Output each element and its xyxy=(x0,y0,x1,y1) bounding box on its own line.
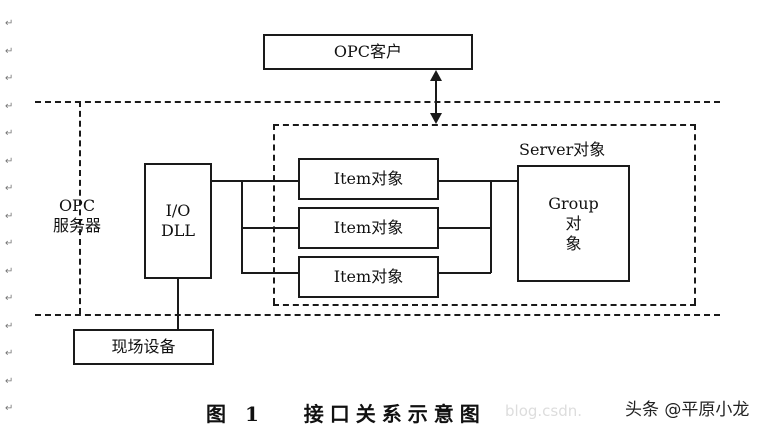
server-object-left-boundary xyxy=(273,124,275,304)
opc-server-label: OPC 服务器 xyxy=(52,196,101,235)
paragraph-mark: ↵ xyxy=(5,238,14,249)
server-object-right-boundary xyxy=(694,124,696,304)
server-object-bottom-boundary xyxy=(273,304,696,306)
paragraph-mark: ↵ xyxy=(5,73,14,84)
opc-client-label: OPC客户 xyxy=(333,42,403,61)
field-device-box: 现场设备 xyxy=(73,329,214,365)
paragraph-mark: ↵ xyxy=(5,45,14,57)
opc-server-bottom-boundary xyxy=(35,314,720,316)
group-object-box: Group 对 象 xyxy=(517,165,630,282)
item-object-box: Item对象 xyxy=(298,158,439,200)
server-object-top-boundary xyxy=(273,124,696,126)
item-object-box: Item对象 xyxy=(298,207,439,249)
paragraph-mark: ↵ xyxy=(5,293,14,304)
paragraph-mark: ↵ xyxy=(5,100,14,112)
dll-to-field-device-line xyxy=(177,279,179,329)
branch-to-item-2 xyxy=(241,227,298,229)
opc-client-box: OPC客户 xyxy=(263,34,473,70)
item-1-to-group xyxy=(439,180,518,182)
opc-server-top-boundary xyxy=(35,101,720,103)
opc-server-left-boundary xyxy=(79,101,81,314)
item-3-to-collector xyxy=(439,272,491,274)
dll-branch-vertical xyxy=(241,180,243,273)
server-object-label: Server对象 xyxy=(519,140,606,159)
figure-caption: 图 1 接口关系示意图 xyxy=(206,402,486,426)
items-collector-vertical xyxy=(490,180,492,273)
paragraph-mark: ↵ xyxy=(5,18,14,29)
paragraph-mark: ↵ xyxy=(5,155,14,167)
paragraph-mark: ↵ xyxy=(5,128,14,139)
paragraph-mark: ↵ xyxy=(5,375,14,387)
paragraph-mark: ↵ xyxy=(5,403,14,414)
item-2-to-collector xyxy=(439,227,491,229)
dll-to-item-connector xyxy=(212,180,298,182)
io-dll-box: I/O DLL xyxy=(144,163,212,279)
item-object-box: Item对象 xyxy=(298,256,439,298)
bidirectional-arrow xyxy=(430,70,442,124)
paragraph-mark: ↵ xyxy=(5,265,14,277)
paragraph-mark: ↵ xyxy=(5,210,14,222)
paragraph-mark: ↵ xyxy=(5,320,14,332)
paragraph-mark: ↵ xyxy=(5,183,14,194)
attribution-watermark: 头条 @平原小龙 xyxy=(625,400,750,420)
watermark-url: blog.csdn. xyxy=(505,402,583,420)
paragraph-mark: ↵ xyxy=(5,348,14,359)
branch-to-item-3 xyxy=(241,272,298,274)
